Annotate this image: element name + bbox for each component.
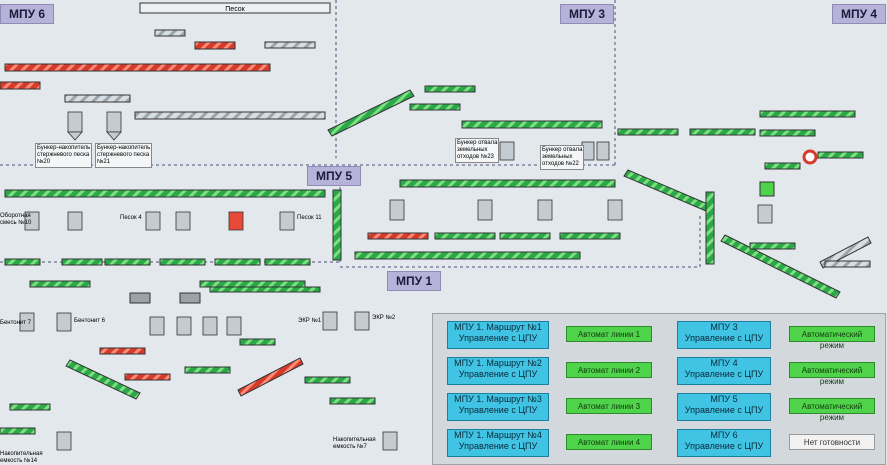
- conveyor-pk19-1-red[interactable]: [367, 232, 429, 240]
- conveyor-pk26[interactable]: [134, 111, 326, 120]
- conveyor-pk03-red[interactable]: [194, 41, 236, 50]
- auto-line-3-button[interactable]: Автомат линии 3: [566, 398, 652, 414]
- vessel-label-bunker-21: Бункер-накопитель стержневого песка №21: [95, 143, 153, 168]
- conveyor-pk19-3[interactable]: [499, 232, 551, 240]
- vessel-label-ekr-1: ЭКР №1: [298, 318, 322, 324]
- conveyor-pk29[interactable]: [424, 85, 476, 93]
- tanks[interactable]: [19, 111, 773, 451]
- vessel-label-nakop-14: Накопительная емкость №14: [0, 451, 43, 464]
- conveyor-pk2-red[interactable]: [124, 373, 171, 381]
- auto-mode-mpu4-button[interactable]: Автоматический режим: [789, 362, 875, 386]
- conveyor-pk5[interactable]: [9, 403, 51, 411]
- conveyor-pk22-2[interactable]: [199, 280, 306, 288]
- vessel-label-bunker-23: Бункер отвала земельных отходов №23: [455, 138, 500, 163]
- auto-line-2-button[interactable]: Автомат линии 2: [566, 362, 652, 378]
- hopper-icon: [129, 292, 151, 304]
- conveyor-vertical-left[interactable]: [332, 189, 342, 261]
- conveyor-pk7[interactable]: [184, 366, 231, 374]
- conveyor-pk14[interactable]: [824, 260, 871, 268]
- conveyor-pk32[interactable]: [759, 129, 816, 137]
- zone-borders: [0, 0, 701, 268]
- conveyor-pk23-row[interactable]: [4, 258, 311, 266]
- conveyor-pk30[interactable]: [461, 120, 603, 129]
- conveyor-vertical-mpu4[interactable]: [705, 191, 715, 265]
- valve-icon[interactable]: [759, 181, 775, 197]
- conveyor-pk19-4[interactable]: [559, 232, 621, 240]
- vessel-label-pesok-4: Песок 4: [120, 215, 142, 221]
- conveyor-pk6[interactable]: [239, 338, 276, 346]
- alarm-icon[interactable]: [802, 149, 818, 165]
- conveyor-pk01-red[interactable]: [0, 81, 41, 90]
- conveyor-pk1[interactable]: [0, 427, 36, 435]
- zone-label-mpu5: МПУ 5: [307, 166, 362, 186]
- conveyor-pk36[interactable]: [759, 110, 856, 118]
- hopper-icon-2: [179, 292, 201, 304]
- zone-label-mpu4: МПУ 4: [832, 4, 887, 24]
- conveyor-pk18[interactable]: [399, 179, 616, 188]
- zone-label-mpu1: МПУ 1: [387, 271, 442, 291]
- conveyor-pk35[interactable]: [817, 151, 864, 159]
- auto-line-4-button[interactable]: Автомат линии 4: [566, 434, 652, 450]
- auto-mode-mpu3-button[interactable]: Автоматический режим: [789, 326, 875, 350]
- vessel-label-betonit-6: Бентонит 6: [74, 318, 106, 324]
- vessel-label-ekr-2: ЭКР №2: [372, 315, 396, 321]
- conveyor-pk02-red[interactable]: [4, 63, 271, 72]
- conveyor-pk20[interactable]: [354, 251, 581, 260]
- conveyor-pk19-2[interactable]: [434, 232, 496, 240]
- zone-label-mpu6: МПУ 6: [0, 4, 55, 24]
- vessel-label-bunker-22: Бункер отвала земельных отходов №22: [540, 145, 585, 170]
- conveyor-pk4-red[interactable]: [99, 347, 146, 355]
- conveyor-pk34[interactable]: [617, 128, 679, 136]
- conveyor-pk40[interactable]: [764, 162, 801, 170]
- conveyor-pk13[interactable]: [749, 242, 796, 250]
- conveyor-pk05[interactable]: [264, 41, 316, 49]
- top-header-box-pesok: Песок: [139, 2, 331, 14]
- vessel-label-bunker-20: Бункер-накопитель стержневого песка №20: [35, 143, 93, 168]
- conveyor-pk37[interactable]: [623, 169, 711, 212]
- conveyor-pk42[interactable]: [819, 236, 872, 269]
- header-pesok: Песок: [225, 6, 245, 13]
- conveyor-pk33[interactable]: [689, 128, 756, 136]
- conveyor-pk8[interactable]: [329, 397, 376, 405]
- conveyor-pk04[interactable]: [154, 29, 186, 37]
- auto-mode-mpu5-button[interactable]: Автоматический режим: [789, 398, 875, 422]
- vessel-label-pesok-11: Песок 11: [297, 215, 322, 221]
- conveyor-pk22-1[interactable]: [29, 280, 91, 288]
- conveyor-pk41[interactable]: [720, 234, 841, 299]
- conveyor-pk9[interactable]: [4, 189, 326, 198]
- conveyor-pk28[interactable]: [64, 94, 131, 103]
- conveyor-pk9-red[interactable]: [237, 357, 304, 397]
- conveyor-mpu1-main[interactable]: [209, 286, 321, 293]
- conveyor-pk27[interactable]: [327, 89, 415, 137]
- conveyor-pk3[interactable]: [65, 359, 141, 400]
- vessel-label-oborot-10: Оборотная смесь №10: [0, 213, 32, 226]
- conveyor-pk20-top[interactable]: [409, 103, 461, 111]
- auto-line-1-button[interactable]: Автомат линии 1: [566, 326, 652, 342]
- vessel-label-betonit-7: Бентонит 7: [0, 320, 32, 326]
- not-ready-button[interactable]: Нет готовности: [789, 434, 875, 450]
- conveyor-pk10[interactable]: [304, 376, 351, 384]
- vessel-label-nakop-7: Накопительная емкость №7: [333, 437, 376, 450]
- zone-label-mpu3: МПУ 3: [560, 4, 615, 24]
